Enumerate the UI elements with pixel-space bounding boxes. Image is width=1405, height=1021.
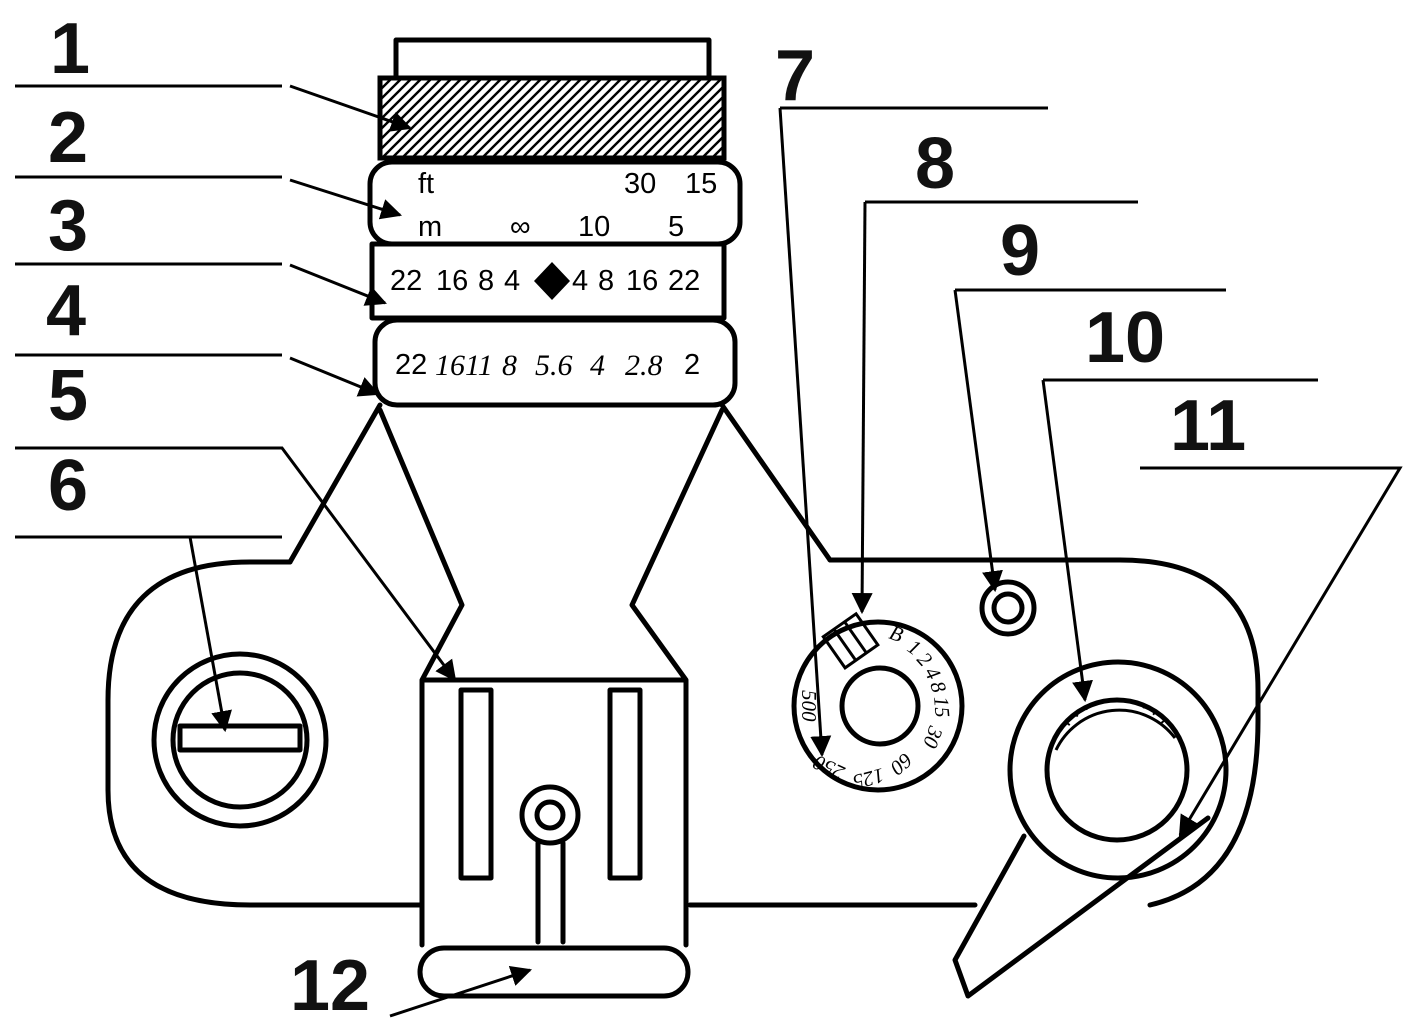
aperture-ring: [372, 317, 738, 408]
callout-12: 12: [290, 946, 370, 1021]
frame-counter-window: [1054, 708, 1177, 751]
shoe-rail-right: [607, 687, 643, 881]
distance-ft-value-30: 30: [624, 168, 656, 200]
distance-m-label: m: [418, 211, 442, 243]
focus-index-diamond: [534, 262, 570, 300]
dof-right-16: 16: [626, 265, 658, 297]
shutter-500: 500: [797, 690, 821, 722]
aperture-2-8: 2.8: [625, 349, 663, 382]
focus-ring-knurl: [377, 75, 727, 161]
dof-left-8: 8: [478, 265, 494, 297]
callout-10: 10: [1085, 298, 1165, 378]
lens-front-cap: [393, 37, 712, 81]
rewind-knob: [417, 945, 691, 999]
shutter-release-button: [979, 579, 1037, 637]
shutter-30: 30: [918, 722, 948, 751]
callout-3: 3: [48, 186, 88, 266]
aperture-5-6: 5.6: [535, 349, 573, 382]
camera-body-outline: [105, 557, 1261, 908]
callout-9: 9: [1000, 211, 1040, 291]
film-advance-lever: [952, 815, 1211, 999]
callout-11: 11: [1170, 386, 1246, 466]
shutter-15: 15: [929, 695, 955, 718]
callout-1: 1: [50, 9, 90, 89]
aperture-8: 8: [502, 349, 517, 382]
viewfinder-housing: [377, 407, 725, 948]
callout-4: 4: [46, 271, 86, 351]
aperture-2: 2: [684, 349, 700, 381]
callout-7: 7: [775, 36, 815, 116]
dof-left-22: 22: [390, 265, 422, 297]
film-rewind-crank-inner: [170, 670, 310, 810]
leader-lines: [15, 84, 1403, 837]
shutter-release-button-inner: [991, 591, 1025, 625]
shoe-contact: [519, 784, 581, 846]
aperture-22: 22: [395, 349, 427, 381]
dof-left-4: 4: [504, 265, 520, 297]
callout-2: 2: [48, 98, 88, 178]
dof-right-8: 8: [598, 265, 614, 297]
shutter-speed-dial: [791, 619, 965, 793]
shoe-rail-left: [458, 687, 494, 881]
shoe-contact-stem: [535, 840, 566, 945]
dof-right-4: 4: [572, 265, 588, 297]
callout-5: 5: [48, 356, 88, 436]
callout-8: 8: [915, 124, 955, 204]
shoe-contact-center: [534, 799, 566, 831]
film-advance-hub: [1007, 659, 1229, 881]
aperture-16: 16: [435, 349, 465, 382]
distance-ft-label: ft: [418, 168, 434, 200]
aperture-11: 11: [465, 349, 493, 382]
shutter-dial-index-mark: [821, 611, 880, 670]
film-rewind-crank: [151, 651, 329, 829]
dof-right-22: 22: [668, 265, 700, 297]
distance-ft-value-15: 15: [685, 168, 717, 200]
distance-m-value-infinity: ∞: [510, 211, 531, 243]
lens-mount-outline: [287, 402, 833, 565]
shutter-60: 60: [885, 748, 917, 780]
callout-arrows: [188, 84, 1093, 1018]
distance-m-value-5: 5: [668, 211, 684, 243]
rewind-crank-slot: [177, 723, 303, 753]
dof-left-16: 16: [436, 265, 468, 297]
aperture-4: 4: [590, 349, 605, 382]
callout-6: 6: [48, 446, 88, 526]
distance-m-value-10: 10: [578, 211, 610, 243]
film-advance-hub-inner: [1044, 697, 1190, 843]
shutter-dial-center: [839, 665, 921, 747]
